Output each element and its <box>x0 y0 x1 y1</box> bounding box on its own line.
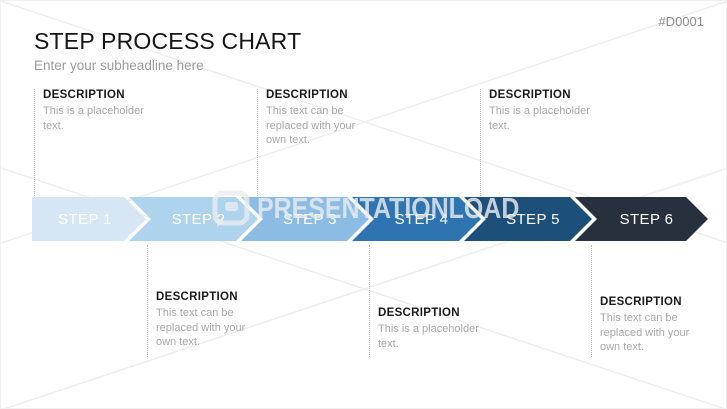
connector-line-step5 <box>480 89 481 196</box>
step-label: STEP 1 <box>58 210 112 228</box>
description-body: This is a placeholder text. <box>43 105 144 132</box>
description-heading: DESCRIPTION <box>600 296 682 308</box>
connector-line-step6 <box>591 245 592 357</box>
step-label: STEP 4 <box>394 210 449 228</box>
step-label: STEP 6 <box>619 210 674 228</box>
step-label: STEP 5 <box>506 210 560 228</box>
description-body: This is a placeholder text. <box>378 323 479 350</box>
description-body: This text can be replaced with your own … <box>600 312 690 354</box>
description-heading: DESCRIPTION <box>266 89 348 101</box>
process-step-1: STEP 1 <box>32 197 146 241</box>
connector-line-step2 <box>147 245 148 357</box>
description-block-step2: DESCRIPTION This text can be replaced wi… <box>156 291 282 350</box>
description-block-step6: DESCRIPTION This text can be replaced wi… <box>600 296 726 355</box>
description-body: This is a placeholder text. <box>489 105 590 132</box>
description-body: This text can be replaced with your own … <box>156 307 246 349</box>
slide-code: #D0001 <box>658 14 704 29</box>
process-step-5: STEP 5 <box>464 197 592 241</box>
connector-line-step1 <box>34 89 35 196</box>
description-heading: DESCRIPTION <box>378 307 460 319</box>
description-block-step1: DESCRIPTION This is a placeholder text. <box>43 89 169 133</box>
description-heading: DESCRIPTION <box>43 89 125 101</box>
page-subtitle: Enter your subheadline here <box>34 58 204 73</box>
description-block-step4: DESCRIPTION This is a placeholder text. <box>378 307 504 351</box>
description-block-step3: DESCRIPTION This text can be replaced wi… <box>266 89 392 148</box>
description-heading: DESCRIPTION <box>156 291 238 303</box>
page-title: STEP PROCESS CHART <box>34 28 302 54</box>
description-heading: DESCRIPTION <box>489 89 571 101</box>
step-label: STEP 3 <box>283 210 337 228</box>
connector-line-step4 <box>369 245 370 357</box>
connector-line-step3 <box>257 89 258 196</box>
description-block-step5: DESCRIPTION This is a placeholder text. <box>489 89 615 133</box>
process-step-6: STEP 6 <box>575 197 708 241</box>
description-body: This text can be replaced with your own … <box>266 105 356 147</box>
step-label: STEP 2 <box>171 210 226 228</box>
